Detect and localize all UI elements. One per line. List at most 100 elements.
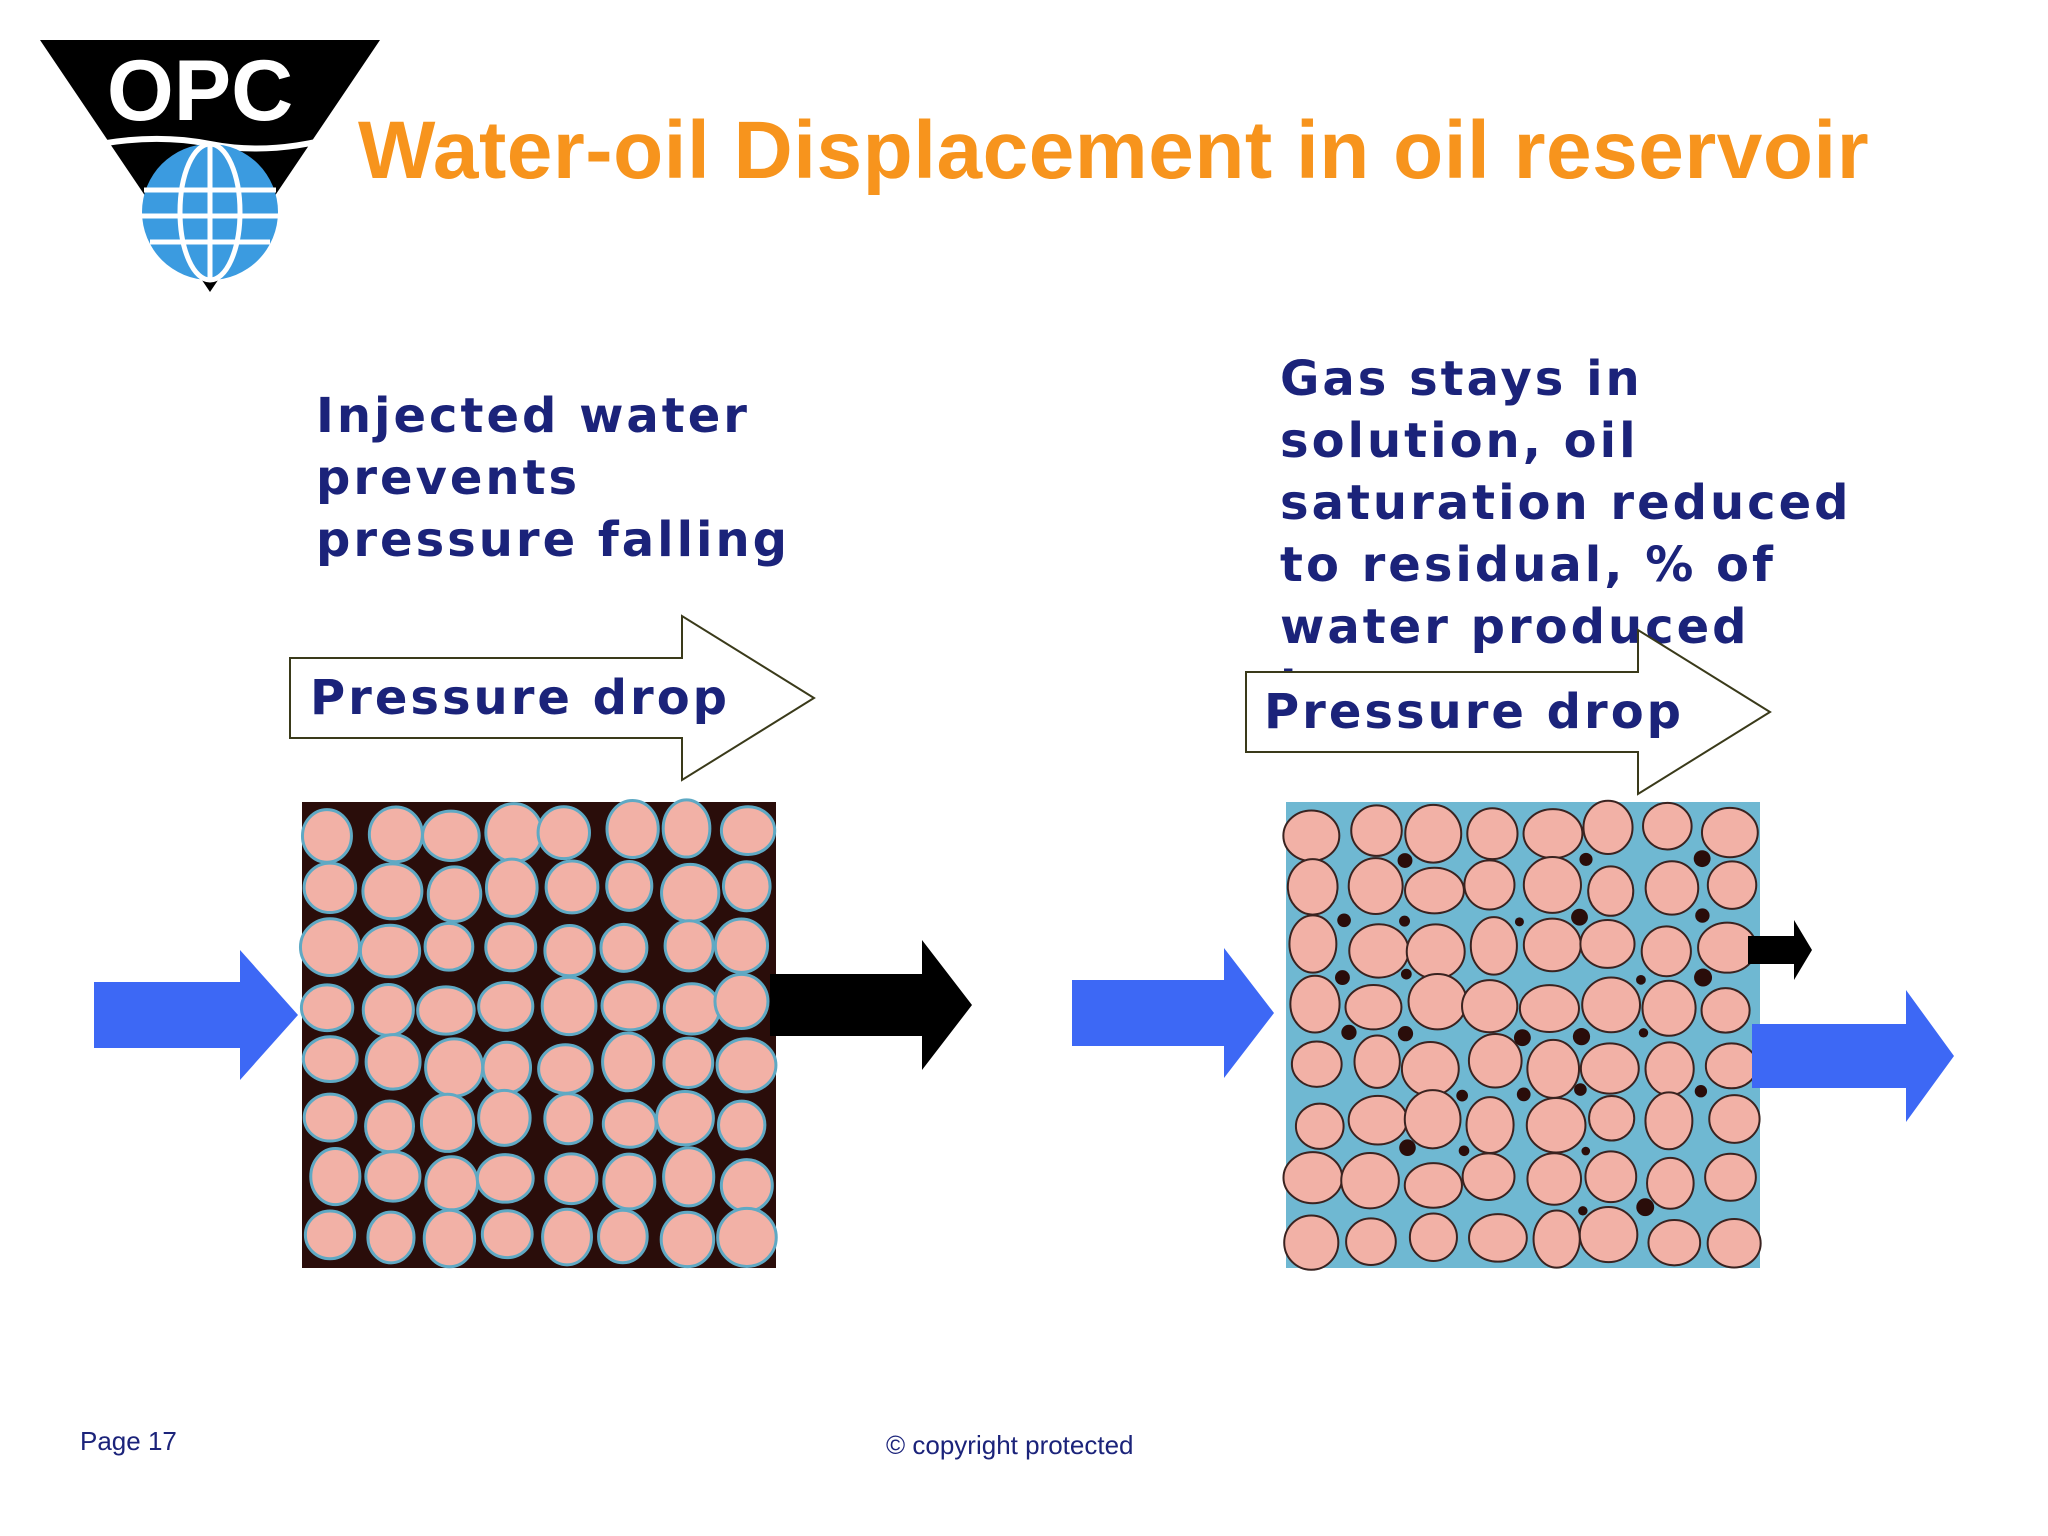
rock-grain <box>713 972 770 1030</box>
residual-oil-droplet <box>1574 1083 1587 1096</box>
rock-grain <box>484 857 539 918</box>
rock-grain <box>544 859 600 915</box>
rock-grain <box>1532 1209 1581 1269</box>
rock-grain <box>1461 979 1519 1034</box>
rock-grain <box>543 1092 594 1146</box>
rock-grain <box>601 1031 656 1093</box>
rock-grain <box>1463 859 1516 911</box>
residual-oil-droplet <box>1578 1206 1588 1216</box>
residual-oil-droplet <box>1581 1146 1591 1156</box>
rock-grain <box>715 1037 778 1094</box>
opc-logo: OPC <box>40 40 380 292</box>
rock-grain <box>1579 918 1636 969</box>
rock-grain <box>600 980 660 1032</box>
residual-oil-droplet <box>1458 1145 1470 1157</box>
rock-grain <box>424 1037 485 1098</box>
rock-grain <box>1289 974 1341 1034</box>
residual-oil-droplet <box>1516 1087 1531 1102</box>
rock-grain <box>1646 1156 1695 1210</box>
rock-grain <box>717 1099 767 1151</box>
rock-grain <box>1522 855 1582 914</box>
rock-grain <box>361 983 415 1037</box>
oil-outflow-arrow <box>1748 920 1812 980</box>
rock-grain <box>1294 1102 1345 1150</box>
rock-grain <box>358 923 422 979</box>
rock-grain <box>662 982 722 1036</box>
rock-grain <box>1644 860 1700 916</box>
rock-grain <box>1582 799 1634 856</box>
rock-grain <box>1407 972 1468 1031</box>
rock-grain <box>1344 983 1403 1031</box>
rock-grain <box>1403 1089 1462 1150</box>
logo-text: OPC <box>107 43 293 139</box>
rock-grain <box>716 1206 778 1268</box>
rock-grain <box>1466 807 1519 861</box>
rock-grain <box>1286 858 1339 916</box>
rock-grain <box>713 917 770 974</box>
rock-grain <box>661 798 712 859</box>
residual-oil-droplet <box>1400 968 1412 980</box>
caption-residual-oil: Gas stays in solution, oil saturation re… <box>1280 351 1852 717</box>
residual-oil-droplet <box>1636 1198 1655 1217</box>
rock-grain <box>419 1092 476 1153</box>
rock-grain <box>721 860 772 913</box>
residual-oil-droplet <box>1335 970 1350 986</box>
rock-grain <box>1526 1152 1583 1206</box>
residual-oil-droplet <box>1571 908 1588 926</box>
rock-grain <box>1468 1213 1528 1263</box>
rock-grain <box>1644 1041 1695 1097</box>
rock-grain <box>1347 857 1404 915</box>
rock-grain <box>1282 1151 1344 1205</box>
page-number: Page 17 <box>80 1426 177 1456</box>
rock-grain <box>1708 1094 1761 1144</box>
rock-grain <box>298 917 362 977</box>
rock-grain <box>423 921 475 972</box>
rock-grain <box>1704 1152 1757 1202</box>
oil-saturated-rock-illustration <box>298 798 778 1269</box>
pressure-drop-arrow <box>289 614 816 782</box>
water-outflow-arrow <box>1752 990 1954 1122</box>
water-inflow-arrow <box>94 950 298 1080</box>
residual-oil-droplet <box>1397 1026 1414 1042</box>
pressure-drop-arrow <box>1245 628 1772 796</box>
rock-grain <box>605 860 654 912</box>
rock-grain <box>1400 1040 1460 1097</box>
rock-grain <box>1347 1094 1409 1146</box>
rock-grain <box>1706 1218 1762 1269</box>
rock-grain <box>426 865 483 923</box>
rock-grain <box>1525 1097 1587 1154</box>
residual-oil-droplet <box>1397 853 1413 868</box>
rock-grain <box>1644 1091 1694 1151</box>
rock-grain <box>1587 865 1635 917</box>
rock-grain <box>1700 987 1751 1034</box>
rock-grain <box>1641 979 1697 1037</box>
rock-grain <box>1350 804 1403 857</box>
rock-grain <box>660 862 721 923</box>
rock-grain <box>1465 1096 1515 1154</box>
rock-grain <box>1404 866 1465 915</box>
rock-grain <box>1647 1218 1702 1267</box>
rock-grain <box>1408 1212 1458 1263</box>
rock-grain <box>1469 916 1518 976</box>
rock-grain <box>662 1036 715 1089</box>
rock-grain <box>1704 1042 1759 1090</box>
rock-grain <box>540 975 598 1037</box>
residual-oil-droplet <box>1694 1085 1708 1098</box>
residual-oil-droplet <box>1514 917 1524 927</box>
rock-grain <box>1403 1162 1463 1209</box>
pressure-drop-label: Pressure drop <box>310 670 731 726</box>
rock-grain <box>1579 1042 1640 1095</box>
rock-grain <box>364 1033 422 1091</box>
rock-grain <box>597 1208 649 1265</box>
rock-grain <box>1588 1095 1636 1142</box>
rock-grain <box>299 983 355 1033</box>
rock-grain <box>537 1043 594 1095</box>
rock-grain <box>1526 1038 1581 1099</box>
rock-grain <box>302 861 358 915</box>
residual-oil-droplet <box>1399 1139 1416 1157</box>
rock-grain <box>1288 914 1338 974</box>
rock-grain <box>1584 1150 1638 1204</box>
rock-grain <box>1282 809 1341 863</box>
rock-grain <box>302 1092 358 1143</box>
residual-oil-droplet <box>1695 908 1710 923</box>
